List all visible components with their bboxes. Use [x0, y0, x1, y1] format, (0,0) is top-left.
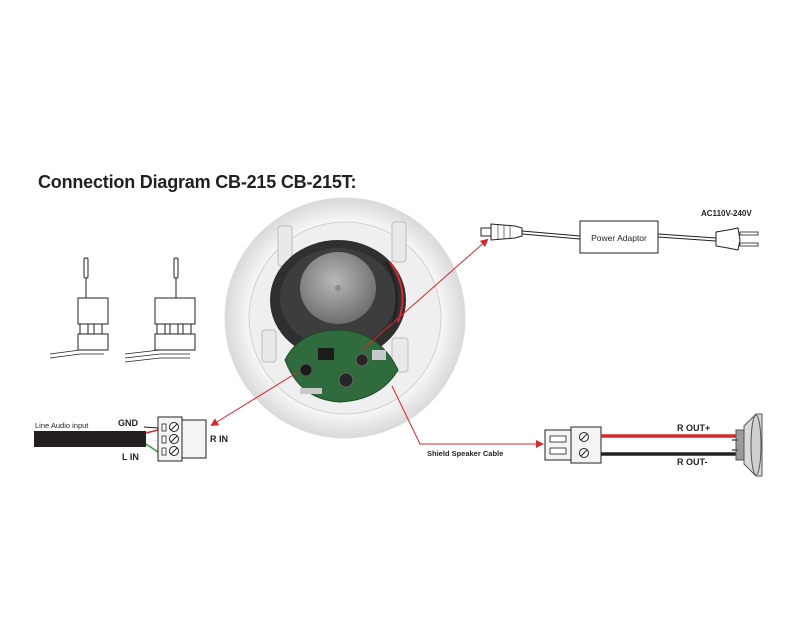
- diagram-title: Connection Diagram CB-215 CB-215T:: [38, 172, 357, 192]
- dc-connector-icon: [480, 223, 523, 241]
- gnd-label: GND: [118, 418, 139, 428]
- line-audio-input-label: Line Audio input: [35, 421, 89, 430]
- lin-label: L IN: [122, 452, 139, 462]
- ceiling-speaker-illustration: [224, 197, 466, 439]
- rout-minus-label: R OUT-: [677, 457, 708, 467]
- input-cable: [34, 426, 159, 453]
- terminal-2pin-illustration: [49, 257, 109, 359]
- screwdriver-icon: [173, 257, 179, 298]
- shield-speaker-cable-label: Shield Speaker Cable: [427, 449, 503, 458]
- screwdriver-icon: [83, 257, 89, 298]
- input-callout-arrow: [210, 371, 299, 427]
- mount-clip: [261, 221, 409, 373]
- input-terminal-block: [157, 416, 207, 462]
- output-callout-arrow: [391, 385, 544, 448]
- terminal-block-icon: [77, 297, 109, 351]
- power-plug-icon: [715, 227, 759, 251]
- output-terminal-block: [544, 426, 602, 464]
- power-adaptor-box: Power Adaptor: [579, 220, 659, 254]
- terminal-block-icon: [154, 297, 196, 351]
- speaker-driver-icon: [732, 413, 763, 477]
- ac-voltage-label: AC110V-240V: [701, 209, 752, 218]
- rout-plus-label: R OUT+: [677, 423, 710, 433]
- terminal-3pin-illustration: [124, 257, 196, 363]
- power-adaptor-label: Power Adaptor: [591, 233, 647, 243]
- pcb-board: [284, 329, 399, 403]
- power-callout-arrow: [361, 238, 489, 351]
- rin-label: R IN: [210, 434, 228, 444]
- screw-terminal: [169, 422, 179, 456]
- speaker-driver-icon: [270, 240, 406, 360]
